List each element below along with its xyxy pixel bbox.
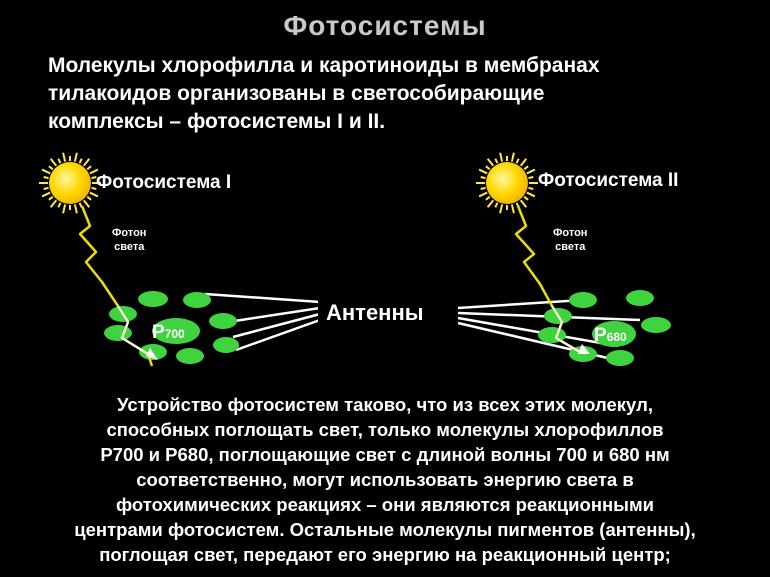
sun-ray [486, 158, 495, 167]
light-word: света [114, 241, 145, 253]
intro-text: Молекулы хлорофилла и каротиноиды в мемб… [48, 52, 758, 136]
sun-ray [528, 186, 534, 190]
sun-ray [526, 168, 536, 175]
sun-ray [41, 168, 51, 175]
sun-ray [485, 165, 491, 171]
photosystem-2-label: Фотосистема II [538, 170, 679, 191]
sun-ray [510, 204, 515, 214]
photon-label-ps2: Фотон света [553, 226, 587, 254]
sun-ray [480, 186, 486, 190]
sun-ray [526, 191, 536, 198]
sun-ray [82, 199, 91, 208]
explanation-line: поглощая свет, передают его энергию на р… [99, 544, 671, 565]
antenna-label: Антенны [318, 300, 432, 326]
sun-ray [478, 168, 488, 175]
center-number-ps1: 700 [165, 327, 185, 341]
photon-label-ps1: Фотон света [112, 226, 146, 254]
sun-ray [510, 152, 515, 162]
photon-word: Фотон [553, 227, 588, 239]
sun-ray [91, 186, 97, 190]
sun-ray [62, 204, 67, 214]
sun-ray [49, 158, 58, 167]
photon-word: Фотон [112, 227, 147, 239]
photosystem-1-label: Фотосистема I [96, 172, 232, 193]
sun-ray [528, 176, 534, 180]
sun-ray [485, 195, 491, 201]
sun-ray [48, 165, 54, 171]
sun-ray [523, 195, 529, 201]
sun-ray [89, 191, 99, 198]
sun-ray [519, 199, 528, 208]
sun-ray [57, 202, 62, 208]
sun-ray [57, 158, 62, 164]
sun-ray [82, 158, 91, 167]
sun-ray [73, 204, 78, 214]
svg-text:P700: P700 [152, 322, 185, 343]
sun-ray [48, 195, 54, 201]
intro-line: тилакоидов организованы в светособирающи… [48, 82, 545, 105]
antenna-molecules-ps2 [538, 290, 671, 366]
photon-path-ps1 [78, 205, 158, 367]
explanation-line: центрами фотосистем. Остальные молекулы … [74, 519, 696, 540]
sun-ray [494, 202, 499, 208]
sun-ray [86, 195, 92, 201]
sun-ray [499, 152, 504, 162]
sun-ray [515, 158, 520, 164]
sun-ray [486, 199, 495, 208]
antenna-pointer-lines-ps1 [204, 292, 321, 352]
explanation-line: Устройство фотосистем таково, что из все… [117, 394, 653, 415]
sun-ray [519, 158, 528, 167]
svg-text:P680: P680 [594, 325, 627, 346]
sun-ray [78, 158, 83, 164]
sun-ray [499, 204, 504, 214]
explanation-line: способных поглощать свет, только молекул… [106, 419, 664, 440]
center-prefix-ps1: P [152, 322, 165, 343]
sun-ray [43, 176, 49, 180]
sun-ray [43, 186, 49, 190]
explanation-line: Р700 и Р680, поглощающие свет с длиной в… [100, 444, 670, 465]
sun-ray [86, 165, 92, 171]
sun-ray [91, 176, 97, 180]
explanation-line: соответственно, могут использовать энерг… [136, 469, 634, 490]
intro-line: комплексы – фотосистемы I и II. [48, 110, 386, 133]
sun-ray [49, 199, 58, 208]
center-number-ps2: 680 [607, 330, 627, 344]
sun-ray [62, 152, 67, 162]
reaction-center-p680: P680 [592, 321, 636, 347]
explanation-line: фотохимических реакциях – они являются р… [115, 494, 655, 515]
sun-ray [41, 191, 51, 198]
reaction-center-p700: P700 [152, 318, 200, 344]
sun-ray [478, 191, 488, 198]
intro-line: Молекулы хлорофилла и каротиноиды в мемб… [48, 54, 600, 77]
sun-ray [494, 158, 499, 164]
explanation-text: Устройство фотосистем таково, что из все… [20, 392, 750, 567]
sun-icon-ps1 [39, 152, 101, 214]
page-title: Фотосистемы [283, 10, 487, 41]
center-prefix-ps2: P [594, 325, 607, 346]
light-word: света [555, 241, 586, 253]
photon-path-ps2 [514, 205, 590, 354]
sun-ray [480, 176, 486, 180]
sun-ray [73, 152, 78, 162]
sun-ray [89, 168, 99, 175]
sun-ray [523, 165, 529, 171]
sun-icon-ps2 [476, 152, 538, 214]
